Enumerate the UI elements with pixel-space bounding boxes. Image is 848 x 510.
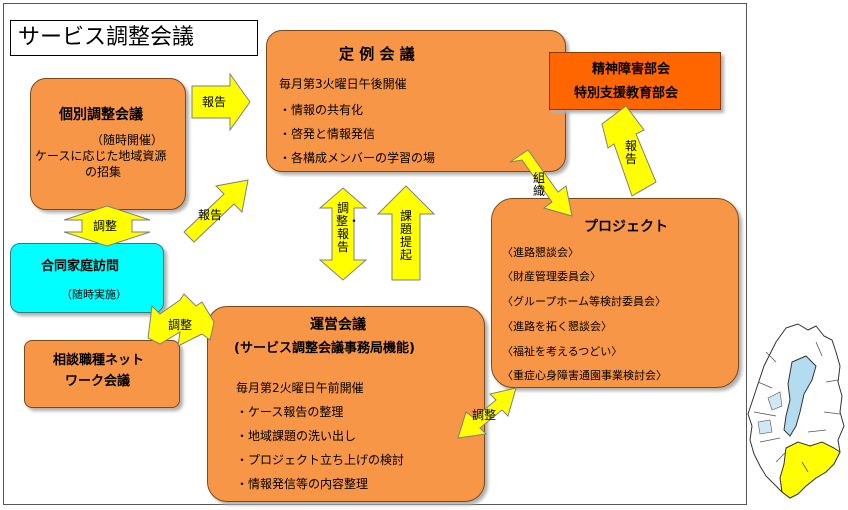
kadai-teiki-arrow: 課題提起	[376, 184, 436, 282]
teirei-line3: ・啓発と情報発信	[279, 127, 376, 141]
project-item: 〈重症心身障害通園事業検討会〉	[502, 369, 667, 382]
teirei-title: 定 例 会 議	[339, 45, 415, 63]
kobetsu-desc1: ケースに応じた地域資源	[35, 149, 167, 163]
diagram-title-box: サービス調整会議	[10, 20, 258, 56]
unei-title: 運営会議	[310, 317, 366, 333]
chousei-label-1: 調整	[93, 219, 118, 233]
chousei-arrow-vertical: 調整	[62, 204, 152, 248]
houkoku-label-2: 報告	[198, 208, 223, 222]
kobetsu-desc2: の招集	[85, 165, 122, 179]
houkoku-label-3: 報告	[624, 139, 637, 166]
goudou-title: 合同家庭訪問	[41, 259, 120, 274]
teirei-line1: 毎月第3火曜日午後開催	[279, 77, 407, 91]
teirei-line2: ・情報の共有化	[279, 103, 364, 117]
unei-line2: ・ケース報告の整理	[236, 405, 344, 419]
unei-line4: ・プロジェクト立ち上げの検討	[236, 453, 405, 467]
soshiki-label: 組織	[532, 171, 545, 198]
diagram-title: サービス調整会議	[18, 25, 195, 50]
goudou-houmon-box: 合同家庭訪問 （随時実施）	[10, 243, 164, 313]
unei-subtitle: (サービス調整会議事務局機能)	[234, 341, 415, 356]
chousei-label-3: 調整	[472, 408, 497, 422]
teirei-line4: ・各構成メンバーの学習の場	[279, 151, 436, 165]
bukai-line2: 特別支援教育部会	[574, 86, 679, 101]
project-item: 〈進路懇談会〉	[502, 246, 579, 259]
chousei-houkoku-label: 調整・報告	[336, 201, 361, 254]
soudan-line2: ワーク会議	[65, 374, 131, 389]
project-item: 〈グループホーム等検討委員会〉	[502, 295, 667, 308]
goudou-note: （随時実施）	[61, 288, 127, 301]
kobetsu-kaigi-box: 個別調整会議 （随時開催） ケースに応じた地域資源 の招集	[30, 78, 186, 210]
houkoku-arrow-diagonal: 報告	[180, 178, 252, 248]
chousei-houkoku-arrow: 調整・報告	[318, 186, 368, 282]
soshiki-arrow: 組織	[508, 148, 580, 218]
soudan-line1: 相談職種ネット	[53, 353, 145, 368]
region-map-illustration	[746, 322, 846, 506]
chousei-arrow-lower: 調整	[456, 386, 518, 444]
unei-line3: ・地域課題の洗い出し	[236, 429, 357, 443]
kobetsu-note: （随時開催）	[91, 133, 164, 147]
unei-line5: ・情報発信等の内容整理	[236, 477, 369, 491]
houkoku-label-1: 報告	[202, 95, 227, 109]
project-title: プロジェクト	[584, 219, 668, 235]
houkoku-arrow-right: 報告	[190, 72, 252, 132]
project-box: プロジェクト 〈進路懇談会〉 〈財産管理委員会〉 〈グループホーム等検討委員会〉…	[491, 198, 739, 388]
project-item: 〈福祉を考えるつどい〉	[502, 345, 623, 358]
kadai-teiki-label: 課題提起	[399, 209, 412, 262]
project-item: 〈財産管理委員会〉	[502, 270, 601, 283]
bukai-box: 精神障害部会 特別支援教育部会	[549, 52, 721, 110]
unei-kaigi-box: 運営会議 (サービス調整会議事務局機能) 毎月第2火曜日午前開催 ・ケース報告の…	[207, 306, 485, 502]
teirei-kaigi-box: 定 例 会 議 毎月第3火曜日午後開催 ・情報の共有化 ・啓発と情報発信 ・各構…	[266, 30, 566, 172]
kobetsu-title: 個別調整会議	[59, 107, 143, 123]
project-item: 〈進路を拓く懇談会〉	[502, 320, 612, 333]
houkoku-arrow-up: 報告	[596, 104, 660, 200]
unei-line1: 毎月第2火曜日午前開催	[236, 381, 364, 395]
chousei-label-2: 調整	[168, 318, 193, 332]
soudan-kaigi-box: 相談職種ネット ワーク会議	[24, 340, 180, 408]
bukai-line1: 精神障害部会	[592, 62, 671, 77]
chousei-arrow-diagonal: 調整	[146, 292, 216, 352]
